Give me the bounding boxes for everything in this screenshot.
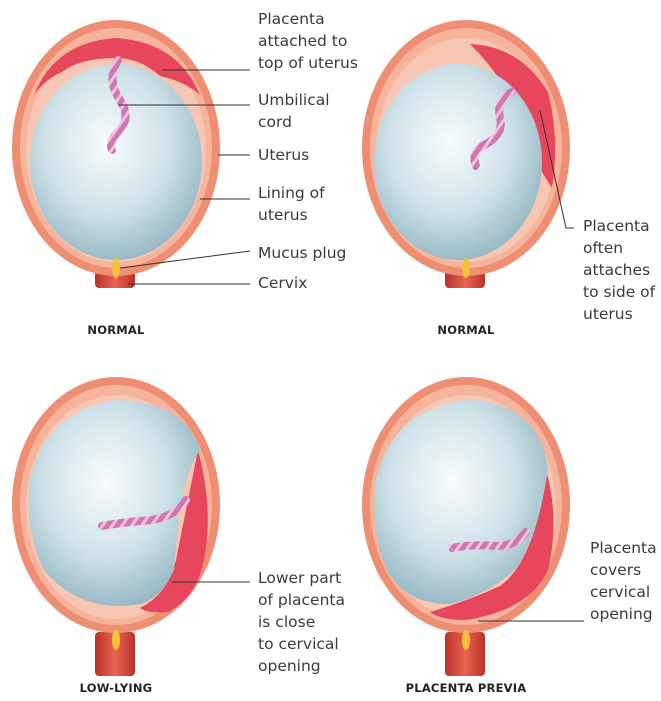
label-line: Placenta [590, 539, 657, 557]
label-cervix: Cervix [128, 274, 307, 292]
uterus-drawing [12, 20, 220, 288]
label-line: opening [590, 605, 653, 623]
label-low-lying-placenta: Lower part of placenta is close to cervical… [172, 569, 345, 675]
label-line: top of uterus [258, 54, 358, 72]
uterus-drawing [12, 377, 220, 676]
mucus-plug-shape [462, 630, 470, 650]
label-line: is close [258, 613, 315, 631]
label-uterus: Uterus [218, 146, 309, 164]
panel-caption: NORMAL [437, 323, 495, 337]
panel-caption: NORMAL [87, 323, 145, 337]
panel-caption: PLACENTA PREVIA [406, 681, 527, 695]
label-line: Mucus plug [258, 244, 346, 262]
label-line: Uterus [258, 146, 309, 164]
label-line: Lower part [258, 569, 341, 587]
uterus-drawing [362, 377, 570, 676]
panel-placenta-previa: Placenta covers cervical opening PLACENTA P… [362, 377, 657, 695]
label-line: covers [590, 561, 641, 579]
label-line: opening [258, 657, 321, 675]
label-line: cord [258, 113, 292, 131]
label-line: Umbilical [258, 91, 330, 109]
label-line: Lining of [258, 184, 325, 202]
panel-normal-top: Placenta attached to top of uterus Umbilic… [12, 10, 358, 337]
label-lining-of-uterus: Lining of uterus [200, 184, 325, 224]
mucus-plug-shape [462, 258, 470, 278]
mucus-plug-shape [112, 258, 120, 278]
label-line: uterus [583, 305, 633, 323]
label-line: attached to [258, 32, 347, 50]
label-line: Placenta [583, 217, 650, 235]
amniotic-fluid [374, 64, 542, 260]
panel-low-lying: Lower part of placenta is close to cervical… [12, 377, 345, 695]
svg-text:Uterus: Uterus [258, 146, 309, 164]
label-line: Cervix [258, 274, 307, 292]
label-line: attaches [583, 261, 650, 279]
mucus-plug-shape [112, 630, 120, 650]
label-line: of placenta [258, 591, 345, 609]
panel-normal-side: Placenta often attaches to side of uterus NO… [362, 20, 656, 337]
label-line: cervical [590, 583, 650, 601]
svg-text:Mucus plug: Mucus plug [258, 244, 346, 262]
label-line: Placenta [258, 10, 325, 28]
label-line: uterus [258, 206, 308, 224]
label-line: to side of [583, 283, 656, 301]
uterus-drawing [362, 20, 570, 288]
label-line: to cervical [258, 635, 339, 653]
label-line: often [583, 239, 623, 257]
panel-caption: LOW-LYING [80, 681, 153, 695]
svg-text:Cervix: Cervix [258, 274, 307, 292]
